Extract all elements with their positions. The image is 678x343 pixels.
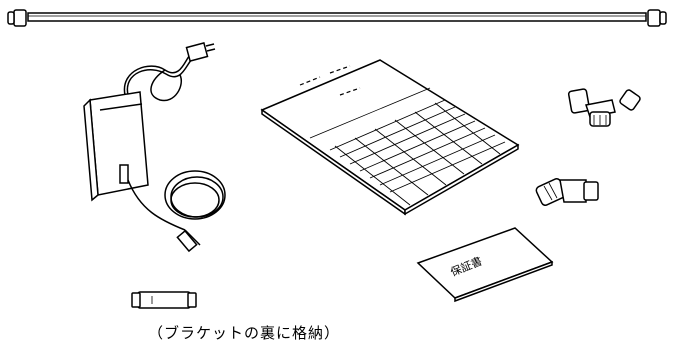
long-rod-icon [7,9,667,27]
manual-booklet-icon [260,59,520,216]
spare-fuse-icon [131,291,197,309]
warranty-card-icon [416,227,554,303]
ac-adapter-icon [83,41,226,253]
storage-caption: （ブラケットの裏に格納） [148,324,341,342]
faucet-adapter-icon [567,88,641,127]
elbow-adapter-icon [535,178,599,206]
